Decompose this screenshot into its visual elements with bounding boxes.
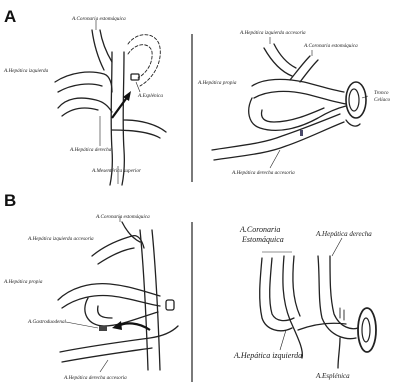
- panel-a-right-diagram: [212, 37, 368, 168]
- b-cor-right-inner: [270, 258, 294, 321]
- coronaria-vessel-inner: [100, 30, 112, 62]
- panel-b-letter: B: [4, 191, 16, 210]
- b-hda-vessel: [60, 326, 178, 352]
- b-loop-inner: [98, 306, 112, 318]
- a-esplenica-label: A.Esplénica: [137, 93, 163, 99]
- b-esplenica-vessel: [338, 338, 340, 368]
- a-hep-izquierda-label: A.Hepática izquierda: [3, 68, 49, 74]
- hep-propia-vessel: [249, 98, 346, 130]
- b-loop-vessel: [85, 298, 158, 326]
- b-hda-vessel-inner: [62, 348, 152, 362]
- b-leader-hda: [100, 360, 108, 372]
- a-tronco-label-1: Tronco: [374, 90, 389, 96]
- b-leader-hd: [332, 238, 342, 256]
- celiac-clip: [346, 120, 360, 126]
- b-coronaria-label-2: Estomáquica: [241, 235, 284, 244]
- a-hep-propia-label: A.Hepática propia: [197, 80, 237, 86]
- a-coronaria-right-label: A.Coronaria estomáquica: [303, 43, 358, 49]
- main-upper-vessel-inner: [254, 91, 346, 104]
- a-coronaria-label: A.Coronaria estomáquica: [71, 16, 126, 22]
- b-hp-label: A.Hepática propia: [3, 279, 43, 285]
- b-trunk-vessel: [298, 323, 346, 330]
- b-gd-label: A.Gastroduodenal: [27, 319, 67, 325]
- b-hda-label: A.Hepática derecha accesoria: [63, 375, 127, 381]
- main-upper-vessel: [252, 79, 344, 92]
- b-coronaria-label: A.Coronaria estomáquica: [95, 214, 150, 220]
- panel-a-left-diagram: [55, 20, 166, 185]
- b-hi-inner: [293, 256, 300, 316]
- aorta-left-wall: [110, 52, 112, 185]
- b-flow-arrow-shaft: [118, 323, 150, 330]
- b-gd-node: [99, 326, 107, 331]
- dashed-loop: [128, 35, 160, 86]
- hda-vessel-inner: [214, 122, 344, 160]
- b-hd-vessel: [318, 256, 356, 339]
- panel-b-right-diagram: [260, 238, 376, 368]
- dashed-loop-inner: [128, 45, 152, 78]
- b-leader-hi: [280, 330, 286, 350]
- flow-arrow-shaft: [112, 96, 128, 118]
- b-disc-inner: [362, 318, 370, 342]
- a-hep-derecha-label: A.Hepática derecha: [69, 147, 112, 153]
- celiac-disc-inner: [349, 89, 359, 111]
- b-hd-label: A.Hepática derecha: [315, 230, 372, 238]
- a-hia-label: A.Hepática izquierda accesoria: [239, 30, 306, 36]
- panel-a-letter: A: [4, 7, 16, 26]
- cor-vessel: [290, 56, 310, 80]
- aorta-right-wall: [122, 52, 124, 185]
- hepatica-derecha-vessel-inner: [62, 108, 98, 116]
- esplenica-stub: [131, 74, 139, 80]
- coronaria-vessel: [92, 30, 104, 70]
- a-tronco-label-2: Celíaco: [374, 97, 391, 103]
- b-celiac-stub: [166, 300, 174, 310]
- mesenterica-vessel: [112, 130, 160, 138]
- b-aorta-right: [152, 230, 160, 370]
- leader-hda: [270, 150, 280, 168]
- leader-esplenica: [136, 82, 140, 92]
- hepatica-derecha-vessel: [58, 98, 112, 112]
- hepatica-izquierda-vessel-inner: [58, 84, 102, 92]
- hia-vessel-inner: [274, 44, 296, 68]
- hda-node: [300, 130, 303, 136]
- b-coronaria-label-1: A.Coronaria: [239, 225, 280, 234]
- b-hia-label: A.Hepática izquierda accesoria: [27, 236, 94, 242]
- b-cor-vessel: [122, 222, 140, 242]
- a-mesenterica-label: A.Mesentérica superior: [91, 168, 142, 174]
- a-hda-label: A.Hepática derecha accesoria: [231, 170, 295, 176]
- b-esplenica-label: A.Esplénica: [315, 372, 350, 380]
- b-hia-vessel-inner: [98, 248, 134, 264]
- b-hi-label: A.Hepática izquierda: [233, 351, 302, 360]
